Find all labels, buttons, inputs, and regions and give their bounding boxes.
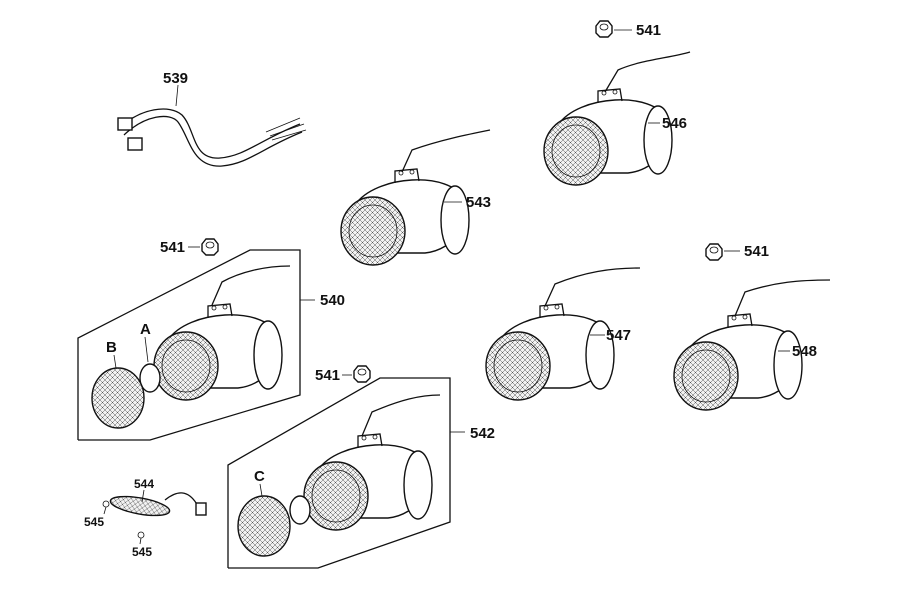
bulb	[289, 495, 311, 525]
callout-545-bottom: 545	[132, 545, 152, 559]
turn-signal-assembly-540	[91, 265, 291, 429]
leader-b	[113, 354, 117, 369]
wiring-harness-539	[117, 108, 307, 167]
callout-541-left: 541	[160, 239, 185, 256]
leader-544	[141, 489, 145, 503]
leader-c	[259, 483, 263, 497]
callout-541-right: 541	[744, 243, 769, 260]
callout-541-top: 541	[636, 22, 661, 39]
callout-544: 544	[134, 477, 154, 491]
side-marker-lamp-544	[109, 492, 207, 517]
letter-a: A	[140, 321, 151, 338]
callout-539: 539	[163, 70, 188, 87]
lens-c	[237, 495, 291, 557]
leader-539	[175, 84, 179, 107]
assembly-box-542	[227, 377, 451, 569]
callout-548: 548	[792, 343, 817, 360]
callout-540: 540	[320, 292, 345, 309]
turn-signal-lamp-546	[543, 51, 691, 186]
turn-signal-lamp-543	[340, 129, 491, 266]
turn-signal-assembly-542	[237, 394, 441, 557]
turn-signal-lamp-548	[673, 279, 831, 411]
nut-541-middle	[353, 365, 371, 383]
screw-545-left	[102, 500, 110, 515]
callout-542: 542	[470, 425, 495, 442]
callout-546: 546	[662, 115, 687, 132]
letter-b: B	[106, 339, 117, 356]
nut-541-right	[705, 243, 723, 261]
lens-b	[91, 367, 145, 429]
turn-signal-lamp-547	[485, 267, 641, 401]
leader-a	[144, 336, 149, 363]
assembly-box-540	[77, 249, 301, 441]
bulb-a	[139, 363, 161, 393]
nut-541-left	[201, 238, 219, 256]
callout-543: 543	[466, 194, 491, 211]
nut-541-top	[595, 20, 613, 38]
callout-547: 547	[606, 327, 631, 344]
callout-545-left: 545	[84, 515, 104, 529]
letter-c: C	[254, 468, 265, 485]
screw-545-bottom	[137, 531, 145, 545]
callout-541-middle: 541	[315, 367, 340, 384]
